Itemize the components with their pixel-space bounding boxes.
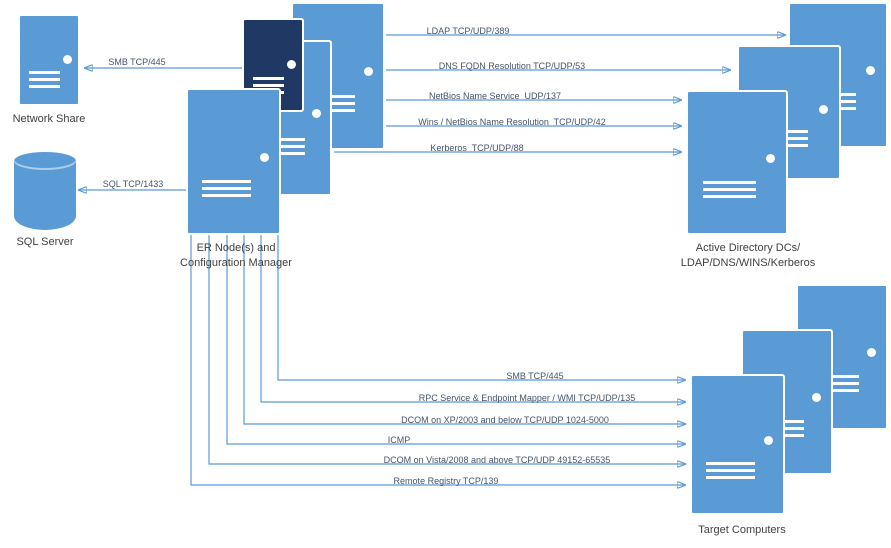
er-node-server-front-icon [186,88,281,235]
sql-database-icon [14,152,76,230]
network-share-label: Network Share [12,113,86,125]
vent-lines-icon [705,462,755,480]
active-directory-label-line2: LDAP/DNS/WINS/Kerberos [680,257,816,269]
vent-lines-icon [201,180,251,198]
power-circle-icon [766,154,776,164]
power-circle-icon [764,436,773,446]
power-circle-icon [364,67,374,77]
power-circle-icon [62,54,72,64]
active-directory-server-front-icon [686,90,788,235]
er-node-label-line2: Configuration Manager [180,257,292,269]
cylinder-body [14,161,76,230]
power-circle-icon [286,59,296,69]
connector-remote-registry [190,235,686,485]
dcom-vista-connector-label: DCOM on Vista/2008 and above TCP/UDP 491… [383,455,611,465]
active-directory-label-line1: Active Directory DCs/ [695,242,801,254]
er-node-label: ER Node(s) and Configuration Manager [180,241,292,271]
active-directory-label: Active Directory DCs/ LDAP/DNS/WINS/Kerb… [681,241,815,271]
smb-share-connector-label: SMB TCP/445 [108,57,166,67]
icmp-connector-label: ICMP [387,435,411,445]
target-computers-label: Target Computers [698,524,786,536]
sql-server-label: SQL Server [16,236,74,248]
vent-lines-icon [28,71,60,89]
vent-lines-icon [702,180,756,198]
dns-connector-label: DNS FQDN Resolution TCP/UDP/53 [438,61,586,71]
connector-icmp [226,235,686,444]
power-circle-icon [867,348,877,358]
power-circle-icon [312,108,322,118]
connector-rpc-wmi [260,235,686,402]
connector-smb-target [277,235,686,380]
rpc-wmi-connector-label: RPC Service & Endpoint Mapper / WMI TCP/… [418,393,636,403]
ldap-connector-label: LDAP TCP/UDP/389 [426,26,510,36]
remote-registry-connector-label: Remote Registry TCP/139 [393,476,499,486]
power-circle-icon [866,66,876,76]
power-circle-icon [819,104,828,114]
network-share-server-icon [18,14,80,106]
kerberos-connector-label: Kerberos TCP/UDP/88 [430,143,524,153]
power-circle-icon [260,152,269,162]
cylinder-top [14,152,76,170]
smb-target-connector-label: SMB TCP/445 [506,371,564,381]
dcom-xp-connector-label: DCOM on XP/2003 and below TCP/UDP 1024-5… [401,415,609,425]
power-circle-icon [812,393,822,403]
er-node-label-line1: ER Node(s) and [196,242,276,254]
connector-dcom-vista [208,235,686,464]
connector-dcom-xp [243,235,686,424]
target-computer-front-icon [690,374,785,515]
netbios-connector-label: NetBios Name Service UDP/137 [428,91,562,101]
sql-connector-label: SQL TCP/1433 [102,179,164,189]
wins-connector-label: Wins / NetBios Name Resolution TCP/UDP/4… [418,117,606,127]
